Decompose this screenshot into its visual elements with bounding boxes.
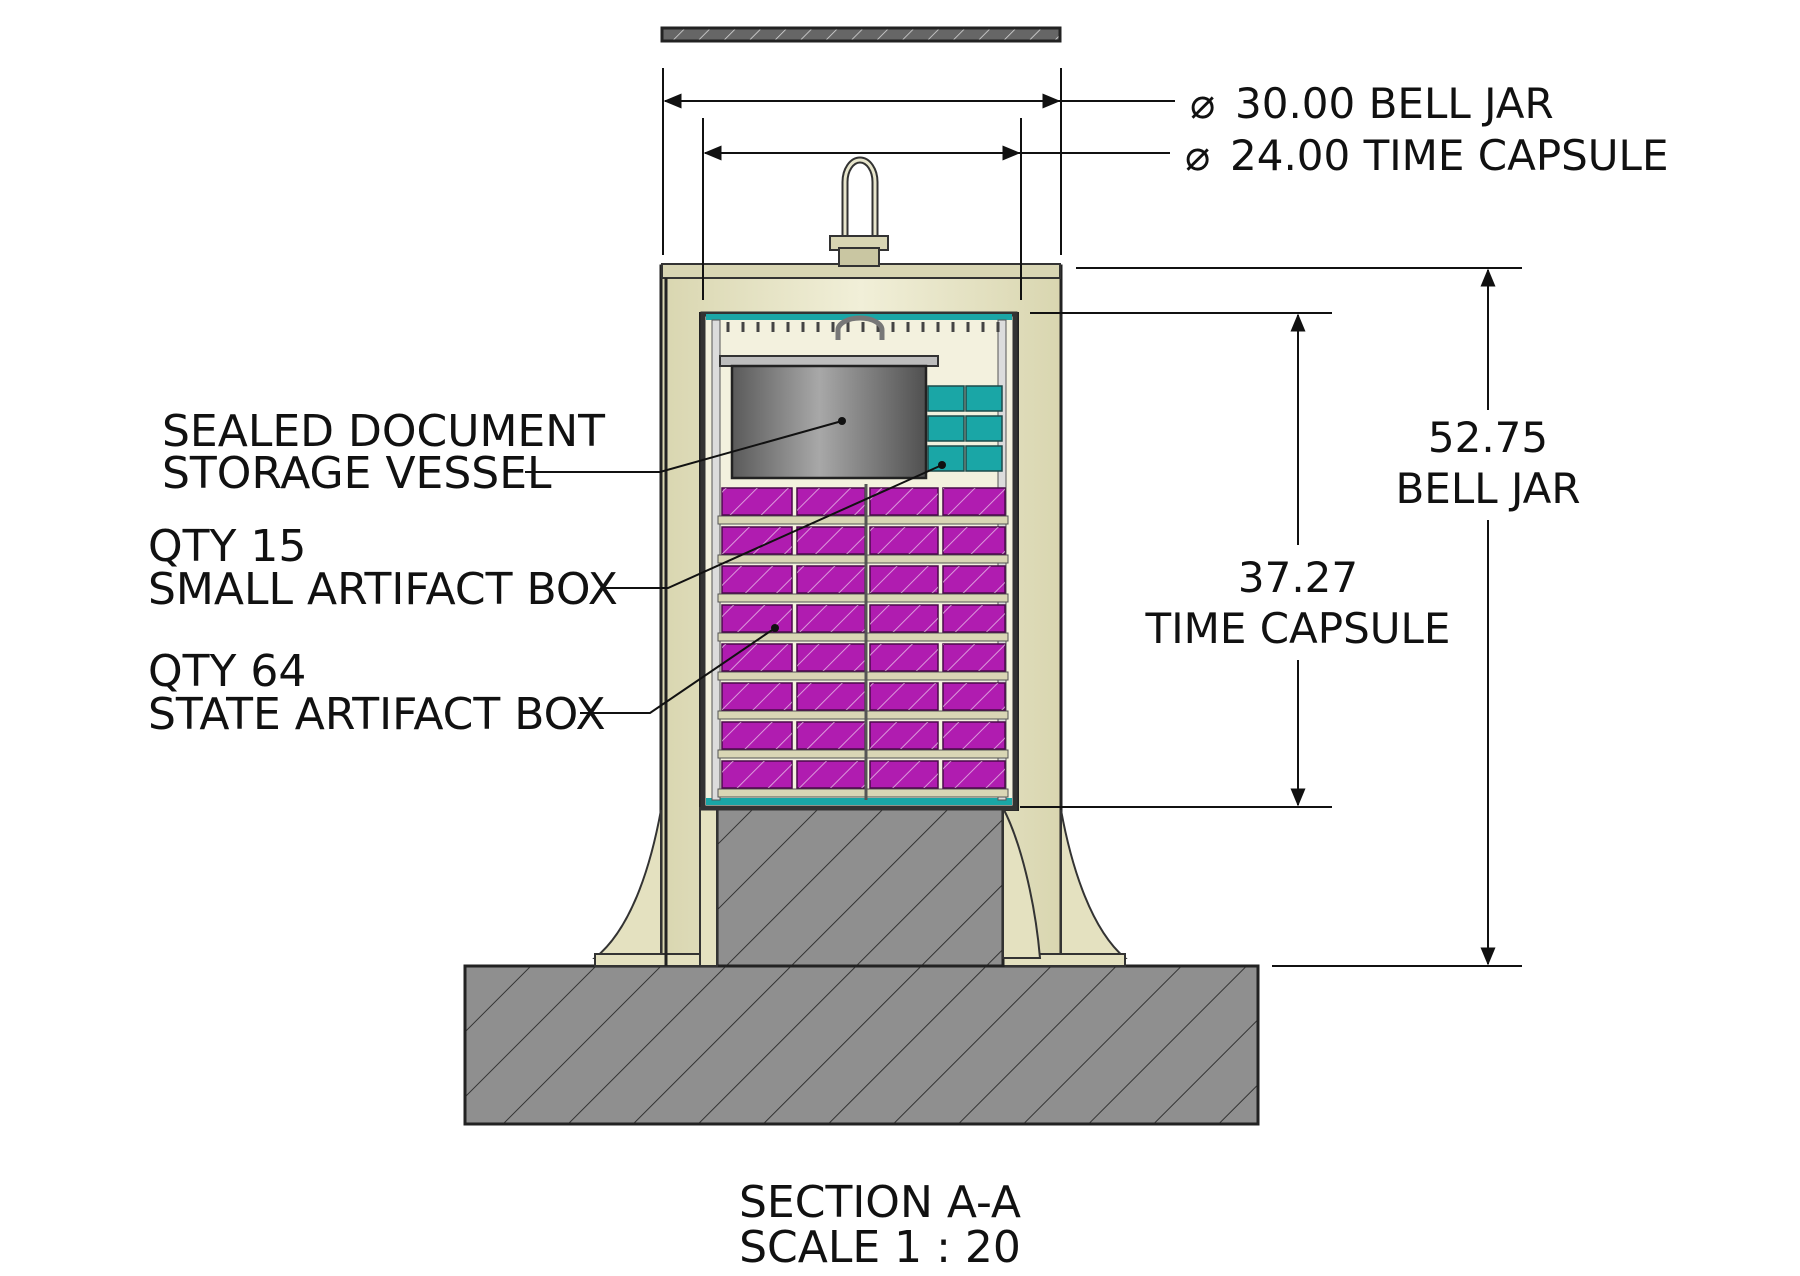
section-scale: SCALE 1 : 20: [739, 1222, 1021, 1273]
callout-small-artifact-box-line1: QTY 15: [148, 521, 306, 572]
dim-time-capsule-diameter: 24.00 TIME CAPSULE: [1230, 131, 1668, 180]
state-artifact-box-hatch: [870, 527, 938, 554]
small-artifact-box: [927, 415, 965, 442]
state-artifact-box-hatch: [722, 605, 792, 632]
state-artifact-box-hatch: [797, 488, 865, 515]
state-artifact-box-hatch: [943, 488, 1005, 515]
document-vessel: [719, 355, 939, 480]
dim-time-capsule-diameter-symbol: ⌀: [1185, 131, 1210, 180]
small-artifact-boxes: [927, 385, 1003, 472]
state-artifact-box-hatch: [722, 488, 792, 515]
state-artifact-box-hatch: [797, 761, 865, 788]
state-artifact-box-hatch: [943, 683, 1005, 710]
box-tray: [717, 710, 1009, 720]
callout-document-vessel-line2: STORAGE VESSEL: [162, 448, 552, 499]
state-artifact-box-hatch: [797, 605, 865, 632]
state-artifact-box-hatch: [943, 722, 1005, 749]
callout-state-artifact-box-line1: QTY 64: [148, 646, 306, 697]
box-tray: [717, 554, 1009, 564]
state-artifact-box-hatch: [722, 644, 792, 671]
box-tray: [717, 788, 1009, 798]
dim-bell-jar-height-label: BELL JAR: [1395, 464, 1580, 513]
box-tray: [717, 632, 1009, 642]
small-artifact-box: [965, 415, 1003, 442]
box-tray: [717, 749, 1009, 759]
state-artifact-box-hatch: [870, 644, 938, 671]
dim-bell-jar-height-value: 52.75: [1428, 413, 1548, 462]
top-plate: [660, 26, 1062, 43]
base-pedestal: [463, 964, 1260, 1126]
callout-state-artifact-box-line2: STATE ARTIFACT BOX: [148, 689, 606, 740]
dim-time-capsule-height-value: 37.27: [1238, 553, 1358, 602]
center-column: [715, 806, 1005, 968]
small-artifact-box: [965, 445, 1003, 472]
callout-small-artifact-box-line2: SMALL ARTIFACT BOX: [148, 564, 618, 615]
state-artifact-box-hatch: [797, 644, 865, 671]
state-artifact-box-hatch: [870, 605, 938, 632]
box-tray: [717, 515, 1009, 525]
state-artifact-box-hatch: [943, 527, 1005, 554]
state-artifact-boxes: [717, 484, 1009, 800]
state-artifact-box-hatch: [797, 566, 865, 593]
leader-state-artifact-box: [580, 627, 776, 714]
dim-bell-jar-diameter: 30.00 BELL JAR: [1235, 79, 1554, 128]
state-artifact-box-hatch: [943, 605, 1005, 632]
box-tray: [717, 593, 1009, 603]
state-artifact-box-hatch: [722, 527, 792, 554]
section-title: SECTION A-A: [739, 1177, 1021, 1228]
state-artifact-box-hatch: [943, 566, 1005, 593]
state-artifact-box-hatch: [722, 761, 792, 788]
state-artifact-box-hatch: [870, 722, 938, 749]
state-artifact-box-hatch: [870, 761, 938, 788]
small-artifact-box: [927, 445, 965, 472]
state-artifact-box-hatch: [870, 566, 938, 593]
state-artifact-box-hatch: [943, 761, 1005, 788]
state-artifact-box-hatch: [722, 683, 792, 710]
dim-bell-jar-diameter-symbol: ⌀: [1190, 79, 1215, 128]
state-artifact-box-hatch: [797, 683, 865, 710]
state-artifact-box-hatch: [722, 566, 792, 593]
state-artifact-box-hatch: [797, 722, 865, 749]
small-artifact-box: [965, 385, 1003, 412]
box-tray: [717, 671, 1009, 681]
small-artifact-box: [927, 385, 965, 412]
state-artifact-box-hatch: [870, 683, 938, 710]
leader-document-vessel: [525, 420, 843, 473]
callout-document-vessel-line1: SEALED DOCUMENT: [162, 406, 605, 457]
state-artifact-box-hatch: [797, 527, 865, 554]
dim-time-capsule-height-label: TIME CAPSULE: [1145, 604, 1451, 653]
state-artifact-box-hatch: [722, 722, 792, 749]
leader-small-artifact-box: [602, 464, 943, 589]
state-artifact-box-hatch: [943, 644, 1005, 671]
